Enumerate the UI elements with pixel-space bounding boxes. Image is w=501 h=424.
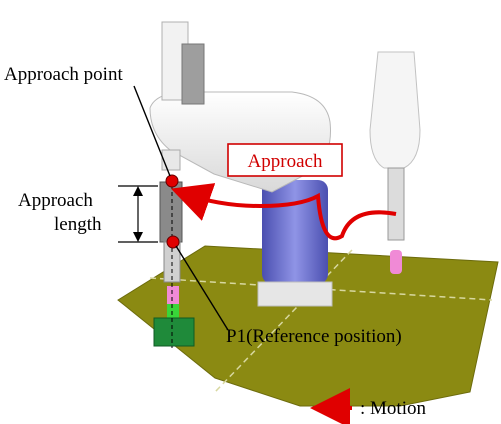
dimension-arrow-up xyxy=(133,186,143,196)
motion-arrow xyxy=(170,183,397,241)
p1-leader xyxy=(175,245,229,331)
ghost-arm xyxy=(369,51,421,169)
robot-top-column-2 xyxy=(181,43,205,105)
tool-tip xyxy=(167,286,179,304)
robot-base-plate xyxy=(257,281,333,307)
approach-point-label: Approach point xyxy=(4,64,123,85)
approach-point-leader xyxy=(133,85,171,177)
p1-marker xyxy=(166,235,180,249)
legend-motion-label: : Motion xyxy=(360,398,426,419)
approach-length-label-line1: Approach xyxy=(18,190,93,211)
robot-shaft xyxy=(161,149,181,171)
tool-tip-green xyxy=(167,304,179,318)
ghost-shaft xyxy=(387,167,405,241)
approach-length-label-line2: length xyxy=(54,214,102,235)
target-block xyxy=(153,317,195,347)
work-floor xyxy=(117,245,499,407)
dimension-arrow-down xyxy=(133,232,143,242)
approach-callout-label: Approach xyxy=(248,151,323,172)
tool-upper xyxy=(159,181,183,243)
approach-callout-box xyxy=(227,143,343,177)
approach-point-marker xyxy=(165,174,179,188)
p1-label: P1(Reference position) xyxy=(226,326,402,347)
floor-line-vertical xyxy=(214,249,353,393)
ghost-tool-tip xyxy=(390,250,402,274)
